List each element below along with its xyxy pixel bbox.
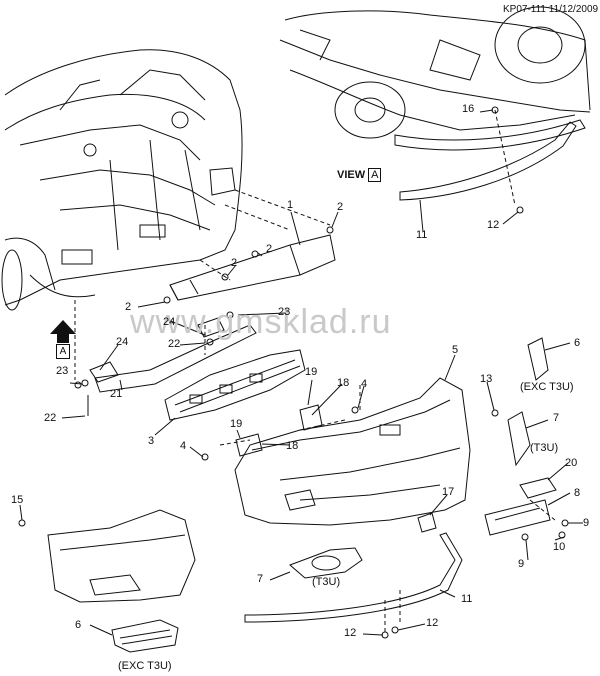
callout-20: 20 [565, 457, 578, 469]
callout-8: 8 [574, 487, 581, 499]
drawing-reference: KP07-111 11/12/2009 [503, 4, 599, 15]
callout-12: 12 [344, 627, 357, 639]
view-tag: A [368, 168, 382, 182]
note-t3u: (T3U) [312, 576, 341, 588]
callout-16: 16 [462, 103, 475, 115]
callout-21: 21 [110, 388, 123, 400]
callout-9: 9 [583, 517, 590, 529]
view-a-underbody [279, 6, 591, 151]
callout-13: 13 [480, 373, 493, 385]
part-6-grille [111, 619, 179, 653]
callout-2: 2 [337, 201, 344, 213]
part-1-bar [169, 234, 336, 301]
callout-4: 4 [361, 378, 368, 390]
callout-24: 24 [116, 336, 129, 348]
part-7-fog-surround [289, 547, 363, 579]
callout-1: 1 [287, 199, 294, 211]
callout-18: 18 [337, 377, 350, 389]
watermark: www.gmsklad.ru [130, 303, 392, 341]
vehicle-front-structure [1, 49, 243, 311]
callout-17: 17 [442, 486, 455, 498]
callout-10: 10 [553, 541, 566, 553]
callout-2: 2 [266, 243, 273, 255]
part-11-deflector [244, 532, 463, 623]
callout-9: 9 [518, 558, 525, 570]
view-label-text: VIEW [337, 169, 366, 181]
callout-22: 22 [44, 412, 57, 424]
callout-19: 19 [230, 418, 243, 430]
fasteners [18, 106, 569, 639]
part-20-emblem [519, 477, 557, 499]
callout-5: 5 [452, 344, 459, 356]
callout-6: 6 [75, 619, 82, 631]
callout-23: 23 [278, 306, 291, 318]
callout-2: 2 [125, 301, 132, 313]
callout-6: 6 [574, 337, 581, 349]
callout-11: 11 [461, 593, 473, 605]
part-8-bracket [484, 499, 551, 536]
callout-12: 12 [426, 617, 439, 629]
part-11-view-a [399, 121, 577, 201]
callout-4: 4 [180, 440, 187, 452]
note-exc-t3u: (EXC T3U) [118, 660, 172, 672]
callout-7: 7 [553, 412, 560, 424]
callout-24: 24 [163, 316, 176, 328]
arrow-tag: A [56, 344, 70, 359]
callout-15: 15 [11, 494, 24, 506]
callout-12: 12 [487, 219, 500, 231]
arrow-up-icon [50, 320, 76, 343]
callout-7: 7 [257, 573, 264, 585]
leader-lines [19, 109, 583, 636]
callout-19: 19 [305, 366, 318, 378]
note-exc-t3u: (EXC T3U) [520, 381, 574, 393]
part-21-bracket [94, 324, 257, 393]
callout-22: 22 [168, 338, 181, 350]
callout-23: 23 [56, 365, 69, 377]
alt-fascia [47, 509, 196, 603]
callout-11: 11 [416, 229, 428, 241]
part-3-absorber [164, 349, 306, 421]
callout-18: 18 [286, 440, 299, 452]
callout-3: 3 [148, 435, 155, 447]
callout-2: 2 [231, 257, 238, 269]
view-a-arrow: A [48, 318, 78, 362]
part-5-fascia [234, 377, 471, 526]
note-t3u: (T3U) [530, 442, 559, 454]
